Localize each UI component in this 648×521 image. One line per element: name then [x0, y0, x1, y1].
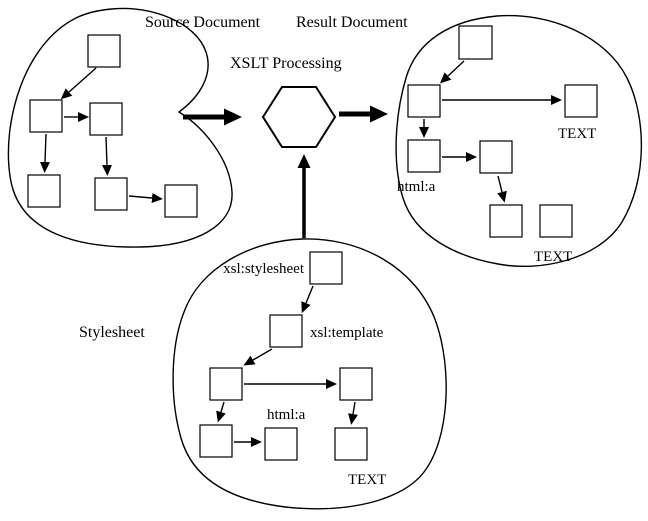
stylesheet-node-template-leaf [199, 424, 233, 458]
xslt-processor-group: XSLT Processing [183, 55, 388, 238]
xsl-template-label: xsl:template [310, 325, 384, 341]
result-text-bottom-label: TEXT [534, 249, 572, 265]
source-node-child-left [29, 99, 63, 133]
result-edge-child2-to-leaf [497, 175, 507, 203]
result-document-group: Result Document TEXT html:a TEXT [296, 14, 643, 267]
result-node-text-bottom [539, 204, 573, 238]
result-document-blob [395, 14, 643, 267]
result-node-child [407, 84, 441, 118]
stylesheet-node-template-child-right [339, 367, 373, 401]
stylesheet-group: Stylesheet xsl:stylesheet xsl:template h… [79, 238, 447, 510]
xslt-processing-title: XSLT Processing [230, 55, 342, 72]
result-node-html-a [407, 139, 441, 173]
result-node-root [458, 25, 493, 60]
stylesheet-node-xsl-stylesheet [309, 251, 343, 285]
result-node-child-2 [479, 140, 513, 174]
source-edge-left-to-leaf1 [40, 133, 50, 173]
stylesheet-node-template-child-left [209, 367, 243, 401]
stylesheet-edge-right-to-text [348, 401, 358, 425]
result-node-text-top [564, 84, 598, 118]
source-document-group: Source Document [7, 7, 261, 248]
stylesheet-edge-root-to-template [301, 285, 314, 314]
stylesheet-node-html-a [264, 427, 298, 461]
stylesheet-text-label: TEXT [348, 472, 386, 488]
stylesheet-node-xsl-template [269, 314, 303, 348]
stylesheet-html-a-label: html:a [267, 407, 306, 423]
source-edge-right-to-leaf2 [102, 136, 112, 176]
xsl-stylesheet-label: xsl:stylesheet [223, 261, 305, 277]
result-text-top-label: TEXT [558, 126, 596, 142]
stylesheet-edge-left-to-leaf [216, 401, 226, 423]
stylesheet-title: Stylesheet [79, 324, 145, 341]
source-document-title: Source Document [145, 14, 261, 31]
source-edge-leaf2-to-leaf3 [128, 193, 163, 203]
stylesheet-node-text [334, 427, 368, 461]
result-edge-root-to-child [439, 60, 465, 84]
result-html-a-label: html:a [397, 179, 436, 195]
result-node-leaf [489, 204, 523, 238]
result-document-title: Result Document [296, 14, 408, 31]
xslt-processor-hexagon [261, 86, 337, 148]
stylesheet-blob [172, 238, 447, 510]
source-node-root [87, 34, 121, 68]
source-node-leaf-1 [27, 174, 61, 208]
source-node-leaf-2 [94, 177, 128, 211]
source-edge-root-to-left [60, 67, 97, 100]
source-node-leaf-3 [164, 184, 198, 218]
source-node-child-right [89, 102, 123, 136]
stylesheet-edge-template-to-left [243, 348, 273, 366]
source-document-blob [7, 7, 233, 248]
